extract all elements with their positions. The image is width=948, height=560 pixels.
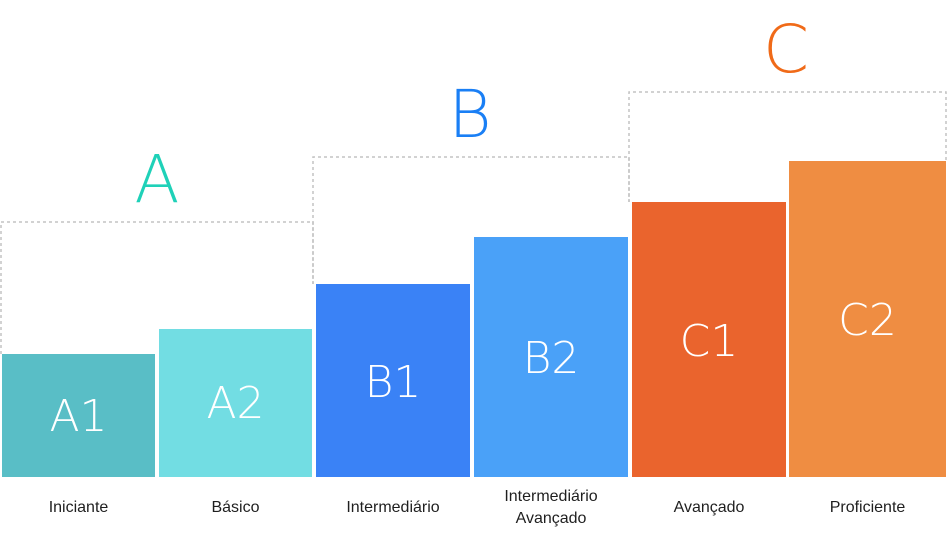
level-c1-bar [632,202,786,477]
group-a: A [0,141,314,354]
group-b-letter: B [448,76,491,153]
level-b2-label-line1: Intermediário [504,488,597,505]
level-b1-label: Intermediário [346,499,439,516]
level-b2: B2 Intermediário Avançado [474,237,628,527]
level-a1-label: Iniciante [49,499,109,516]
level-c2-label: Proficiente [830,499,906,516]
level-b1-bar [316,284,470,477]
group-c-letter: C [763,11,809,88]
group-c-outline [628,91,947,202]
level-c2-bar [789,161,946,477]
level-c1: C1 Avançado [632,202,786,516]
level-b1-code: B1 [365,357,422,408]
level-a2-code: A2 [206,378,264,429]
level-b2-label-line2: Avançado [516,510,587,527]
level-a1-bar [2,354,155,477]
level-a1-code: A1 [49,391,107,442]
level-a2: A2 Básico [159,329,312,516]
level-c1-label: Avançado [674,499,745,516]
level-b2-code: B2 [523,333,580,384]
group-b-outline [312,156,630,284]
level-a1: A1 Iniciante [2,354,155,516]
level-c1-code: C1 [680,316,739,367]
level-b2-bar [474,237,628,477]
level-b1: B1 Intermediário [316,284,470,516]
level-a2-label: Básico [211,499,259,516]
level-c2: C2 Proficiente [789,161,946,516]
level-a2-bar [159,329,312,477]
group-c: C [628,11,947,202]
group-b: B [312,76,630,284]
group-a-letter: A [134,141,179,218]
level-c2-code: C2 [838,295,897,346]
